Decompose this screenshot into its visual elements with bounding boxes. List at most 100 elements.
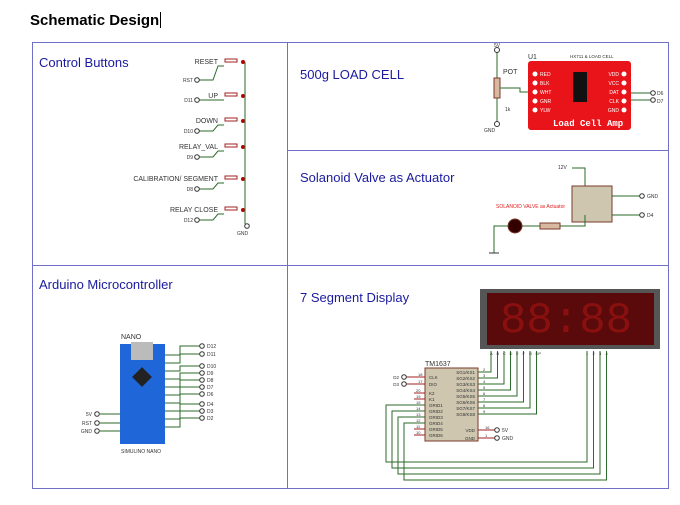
schematic-shape (500, 87, 533, 93)
schematic-shape (165, 372, 200, 380)
schematic-label: B (497, 351, 500, 356)
schematic-shape (165, 403, 200, 412)
schematic-shape (199, 370, 205, 376)
schematic-label: SG3/KS3 (456, 382, 475, 387)
schematic-label: 4 (606, 351, 609, 356)
schematic-shape (621, 107, 627, 113)
schematic-shape (572, 167, 586, 190)
schematic-label: K2 (429, 391, 435, 396)
schematic-label: 9 (483, 409, 486, 414)
schematic-shape (165, 379, 200, 388)
schematic-label: SG5/KS5 (456, 394, 475, 399)
schematic-shape (478, 351, 537, 415)
schematic-label: DP (536, 351, 542, 356)
schematic-label: VCC (608, 81, 619, 87)
schematic-label: GNR (540, 99, 552, 105)
schematic-label: BLK (540, 81, 550, 87)
schematic-shape (494, 435, 500, 441)
schematic-shape (478, 351, 531, 409)
schematic-label: HX711 & LOAD CELL (570, 54, 614, 59)
schematic-label: 3 (599, 351, 602, 356)
schematic-shape (165, 393, 200, 404)
schematic-label: 4 (483, 379, 486, 384)
schematic-label: 1 (586, 351, 589, 356)
schematic-label: SG2/KS2 (456, 376, 475, 381)
schematic-shape (539, 222, 561, 230)
schematic-shape (94, 411, 100, 417)
schematic-shape (571, 185, 613, 223)
schematic-label: GRID4 (429, 421, 443, 426)
schematic-label: TM1637 (425, 361, 451, 368)
schematic-label: 2 (483, 367, 486, 372)
schematic-shape (478, 351, 492, 373)
schematic-label: 14 (416, 406, 421, 411)
schematic-shape (165, 345, 200, 356)
schematic-shape (401, 381, 407, 387)
schematic-label: D9 (207, 371, 214, 377)
schematic-label: CLK (609, 99, 619, 105)
pin-label: D8 (187, 187, 194, 193)
pushbutton (224, 206, 238, 211)
schematic-label: SG1/KS1 (456, 370, 475, 375)
schematic-shape (478, 351, 524, 403)
schematic-label: K1 (429, 397, 435, 402)
schematic-label: Load Cell Amp (553, 119, 623, 129)
schematic-label: GRID5 (429, 427, 443, 432)
schematic-shape (194, 154, 200, 160)
schematic-label: GND (647, 194, 659, 200)
schematic-shape (494, 427, 500, 433)
schematic-label: 5 (483, 385, 486, 390)
schematic-label: D2 (393, 375, 399, 380)
schematic-shape (241, 119, 245, 123)
schematic-shape (532, 71, 538, 77)
schematic-label: 19 (416, 394, 421, 399)
arduino-title: Arduino Microcontroller (39, 277, 173, 292)
pin-label: RST (183, 78, 193, 84)
schematic-shape (532, 98, 538, 104)
pin-label: D10 (184, 129, 193, 135)
schematic-shape (199, 150, 224, 158)
schematic-shape (650, 97, 656, 103)
schematic-shape (391, 351, 594, 469)
control-buttons-schematic: RESETRSTUPD11DOWND10RELAY_VALD9CALIBRATI… (133, 58, 250, 237)
schematic-label: D4 (207, 402, 214, 408)
schematic-shape (621, 98, 627, 104)
schematic-shape (241, 208, 245, 212)
loadcell-title: 500g LOAD CELL (300, 67, 405, 82)
schematic-shape (401, 374, 407, 380)
schematic-shape (639, 193, 645, 199)
schematic-shape (385, 351, 588, 463)
schematic-label: 18 (418, 372, 423, 377)
schematic-shape (165, 365, 200, 372)
schematic-shape (241, 145, 245, 149)
schematic-label: D2 (207, 416, 214, 422)
schematic-shape (494, 121, 500, 127)
schematic-label: SOLANOID VALVE as Actuator (496, 204, 565, 210)
valve-title: Solanoid Valve as Actuator (300, 170, 455, 185)
schematic-label: D6 (207, 392, 214, 398)
schematic-shape (165, 417, 200, 428)
schematic-shape (132, 367, 152, 387)
schematic-label: 1k (505, 107, 511, 113)
schematic-label: D12 (207, 344, 216, 350)
arduino-nano-schematic: NANO SIMULINO NANO D12D11D10D9D8D7D6D4D3… (81, 334, 217, 455)
schematic-label: DAT (609, 90, 619, 96)
schematic-label: GND (484, 128, 496, 134)
schematic-shape (199, 124, 224, 132)
schematic-label: D4 (647, 213, 654, 219)
schematic-label: NANO (121, 334, 142, 341)
schematic-label: GRID1 (429, 403, 443, 408)
schematic-shape (199, 351, 205, 357)
schematic-shape (165, 353, 200, 364)
schematic-label: GND (465, 436, 476, 441)
schematic-label: YLW (540, 108, 551, 114)
schematic-label: 5V (86, 412, 93, 418)
schematic-shape (478, 351, 505, 385)
schematic-shape (573, 72, 587, 102)
schematic-shape (199, 182, 224, 190)
layout-table (32, 42, 669, 489)
schematic-shape (94, 428, 100, 434)
pushbutton (224, 143, 238, 148)
